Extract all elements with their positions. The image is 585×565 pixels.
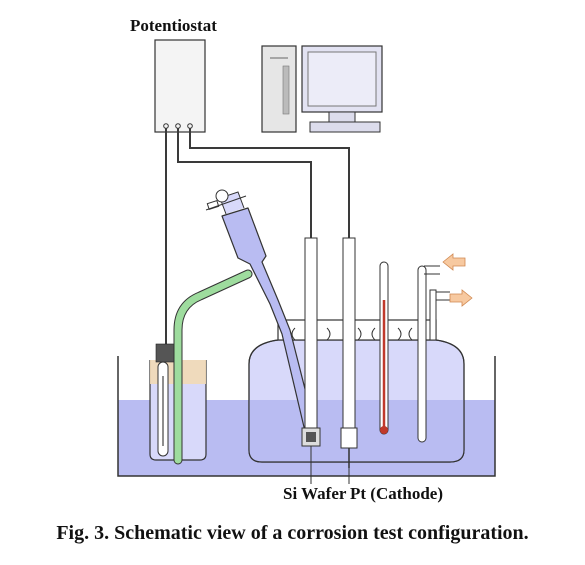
arrow-right-icon bbox=[449, 289, 473, 307]
label-leaders bbox=[310, 446, 350, 484]
potentiostat-unit bbox=[154, 39, 206, 133]
si-wafer-label: Si Wafer bbox=[283, 484, 347, 503]
gas-tubes bbox=[417, 265, 450, 443]
arrow-left-icon bbox=[442, 253, 466, 271]
pt-cathode-label: Pt (Cathode) bbox=[350, 484, 444, 503]
counter-electrode bbox=[340, 237, 358, 468]
figure-caption: Fig. 3. Schematic view of a corrosion te… bbox=[56, 522, 529, 544]
computer bbox=[261, 45, 383, 133]
potentiostat-label: Potentiostat bbox=[130, 16, 217, 35]
salt-bridge bbox=[173, 269, 253, 465]
thermometer bbox=[379, 261, 389, 435]
wires bbox=[165, 128, 350, 344]
working-electrode bbox=[301, 237, 321, 447]
